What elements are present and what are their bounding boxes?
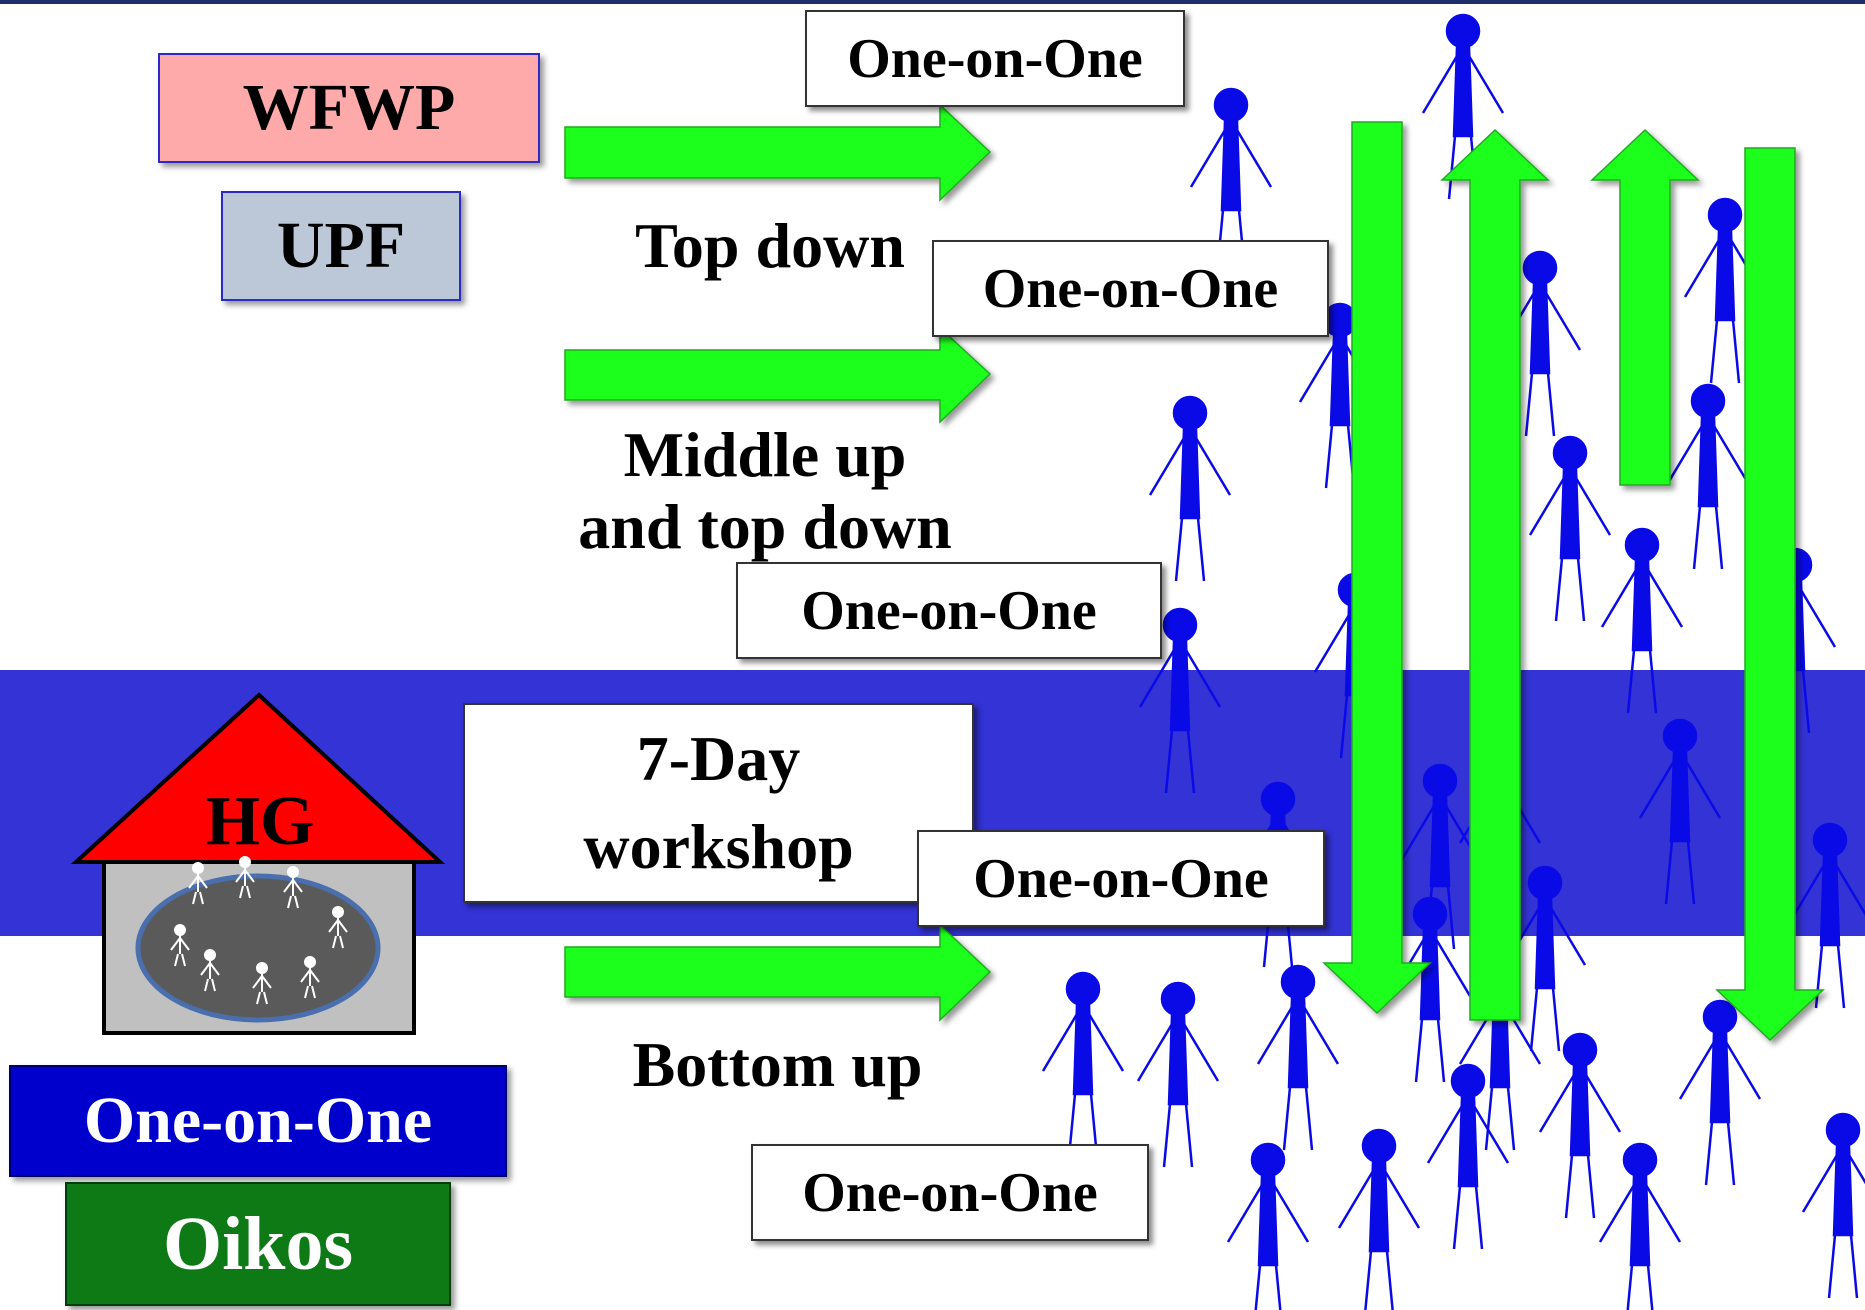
- person-icon: [1801, 1112, 1865, 1300]
- person-icon: [1337, 1128, 1421, 1310]
- person-icon: [1148, 395, 1232, 583]
- person-icon: [1528, 435, 1612, 623]
- top-border: [0, 0, 1865, 4]
- one-on-one-box-5: One-on-One: [751, 1144, 1149, 1241]
- person-icon: [1598, 1142, 1682, 1310]
- person-icon: [1256, 964, 1340, 1152]
- down-arrow-icon-2: [1715, 147, 1825, 1042]
- oikos-legend-box: [65, 1182, 451, 1306]
- middle-up-label: Middle up and top down: [578, 419, 952, 562]
- right-arrow-icon-top: [564, 103, 992, 202]
- person-icon: [1041, 971, 1125, 1159]
- one-on-one-box-3: One-on-One: [736, 562, 1162, 659]
- upf-label: UPF: [276, 209, 406, 282]
- person-icon: [1426, 1063, 1510, 1251]
- house-icon: [70, 692, 446, 1035]
- wfwp-box: [158, 53, 540, 163]
- person-icon: [1678, 999, 1762, 1187]
- right-arrow-icon-bottom: [564, 923, 992, 1022]
- down-arrow-icon-1: [1322, 121, 1432, 1015]
- upf-box: [221, 191, 461, 301]
- person-icon: [1538, 1032, 1622, 1220]
- oikos-legend-label: Oikos: [162, 1201, 354, 1286]
- one-on-one-legend-box: [9, 1065, 507, 1177]
- one-on-one-box-4: One-on-One: [917, 830, 1325, 927]
- one-on-one-legend-label: One-on-One: [83, 1084, 433, 1157]
- top-down-label: Top down: [635, 210, 905, 281]
- wfwp-label: WFWP: [242, 71, 456, 144]
- up-arrow-icon-2: [1590, 128, 1700, 486]
- one-on-one-box-2: One-on-One: [932, 240, 1329, 337]
- workshop-box: 7-Day workshop: [463, 703, 974, 903]
- house-title: HG: [205, 783, 315, 860]
- person-icon: [1136, 981, 1220, 1169]
- up-arrow-icon-1: [1440, 128, 1550, 1021]
- person-icon: [1226, 1142, 1310, 1310]
- one-on-one-box-1: One-on-One: [805, 10, 1185, 107]
- people-crowd: [1041, 13, 1865, 1310]
- bottom-up-label: Bottom up: [632, 1029, 923, 1100]
- person-icon: [1666, 383, 1750, 571]
- right-arrow-icon-middle: [564, 326, 992, 424]
